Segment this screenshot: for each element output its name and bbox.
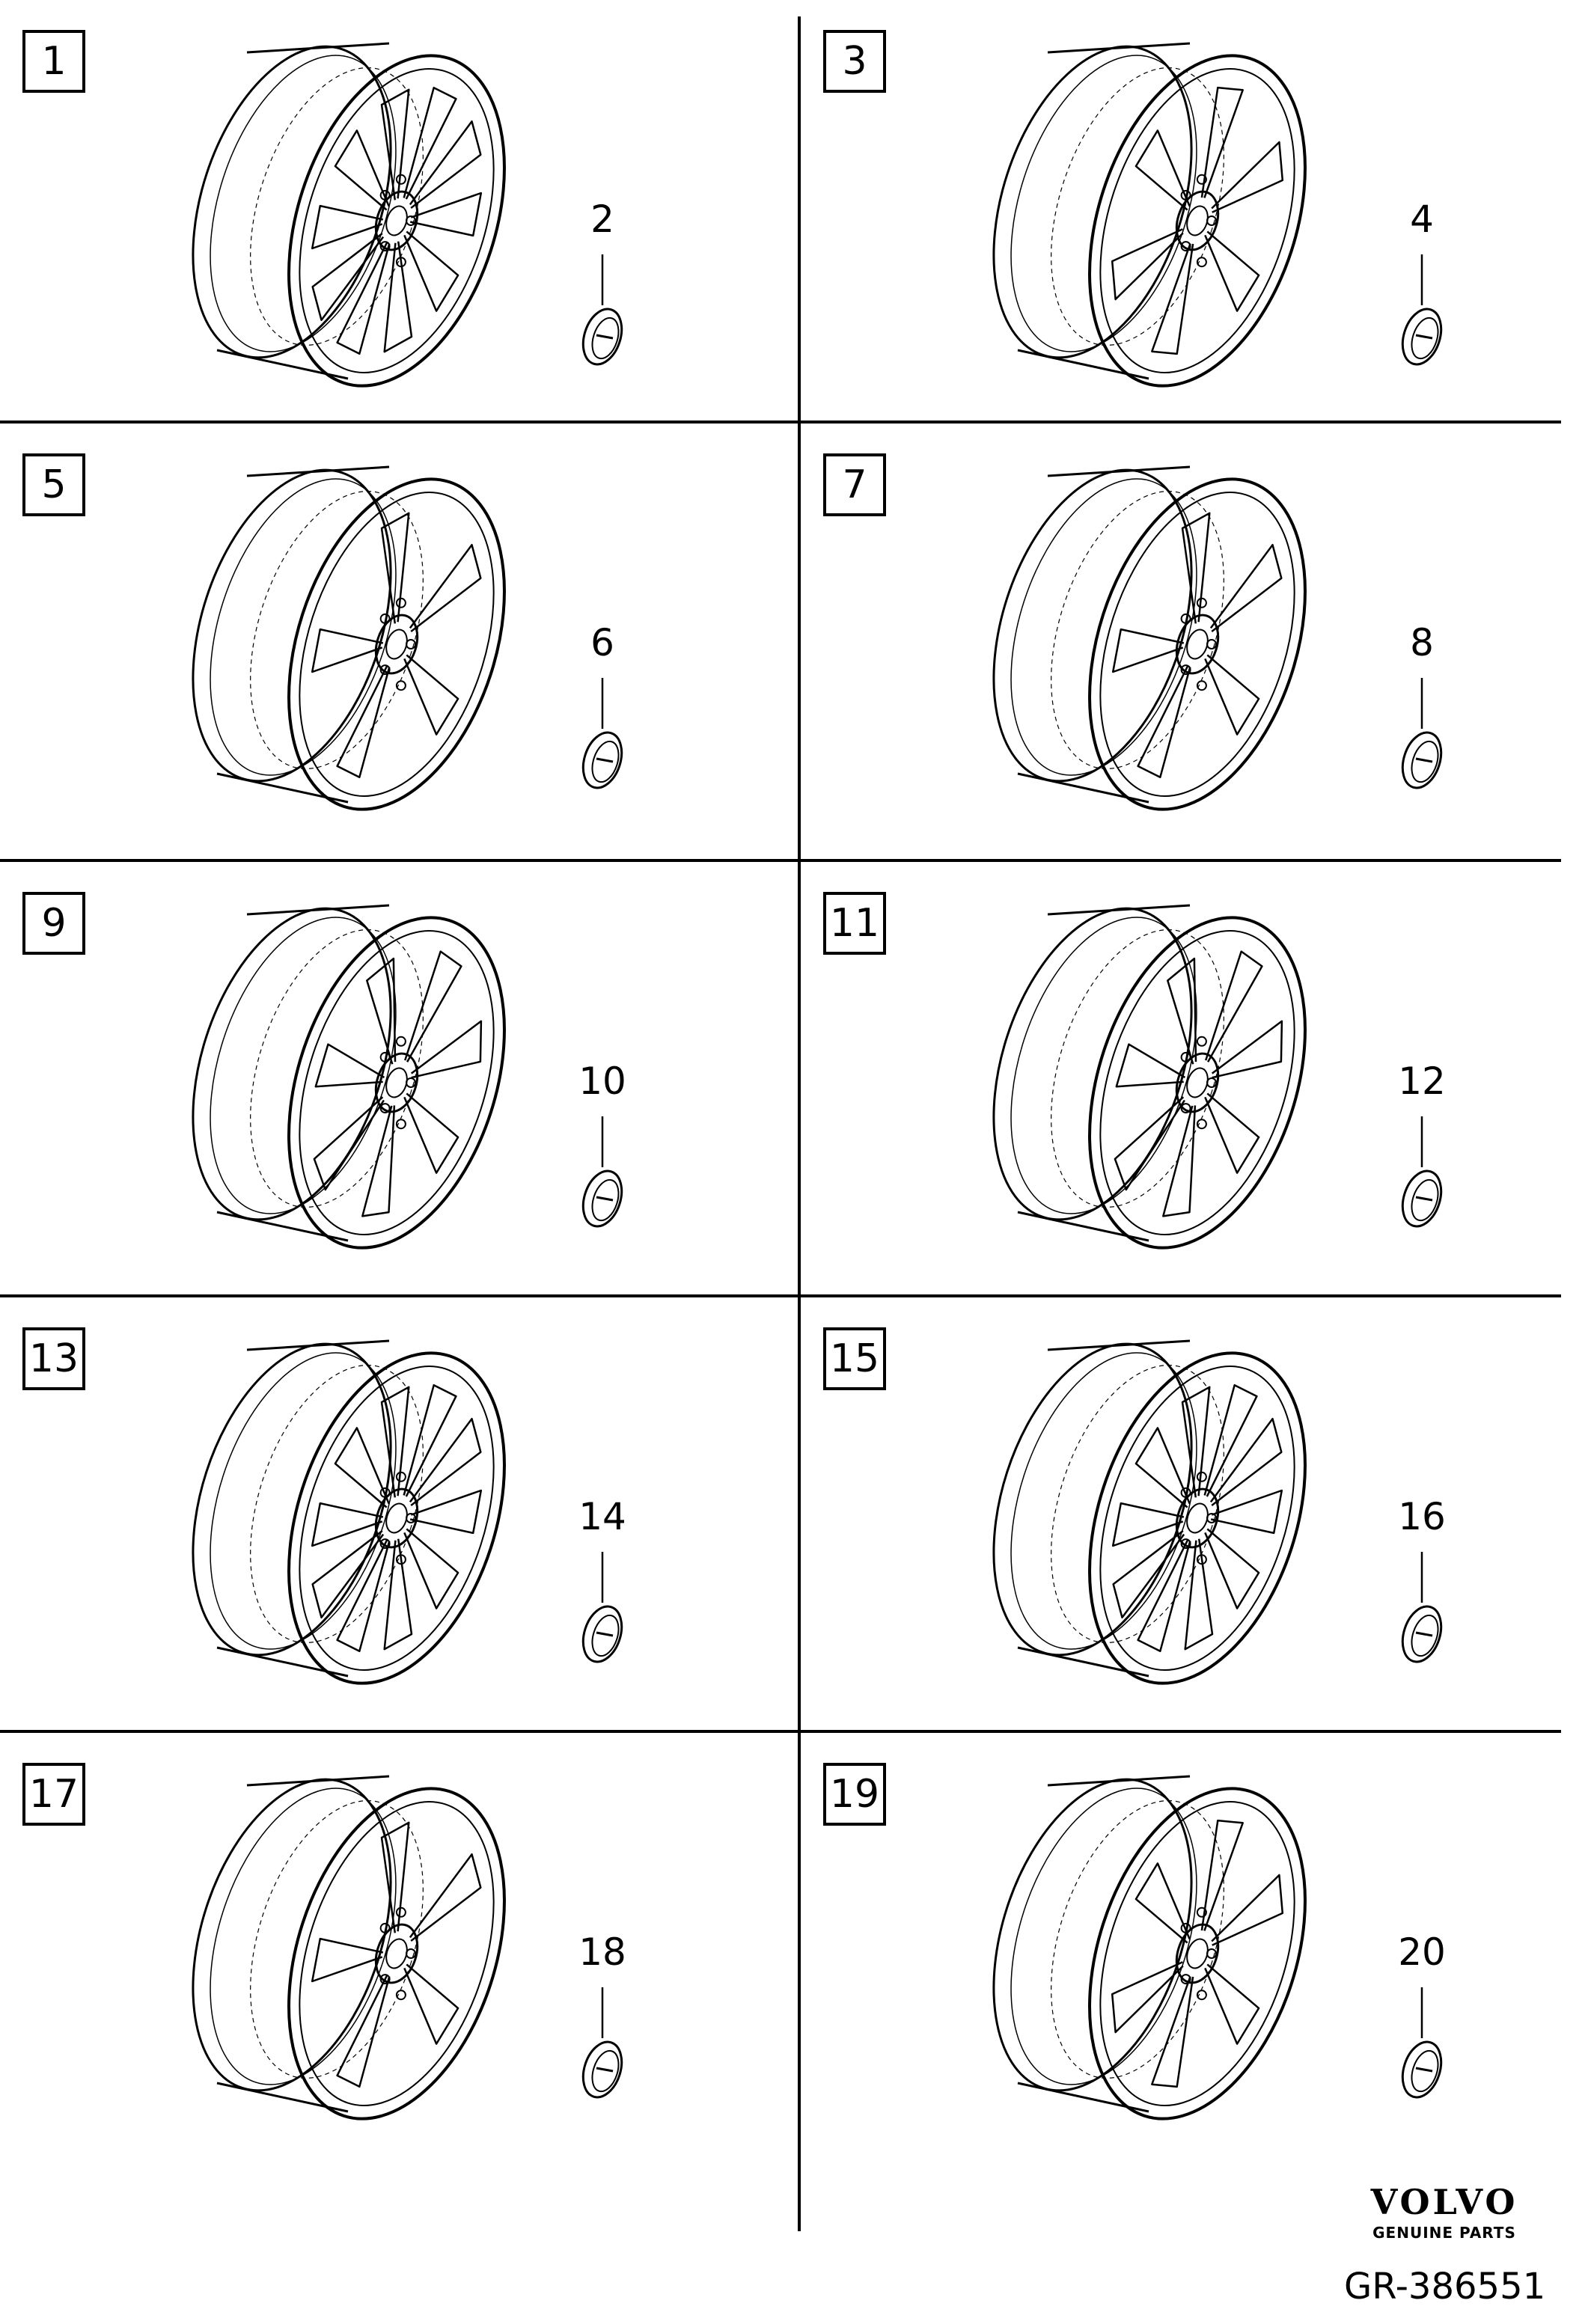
brand-logo: VOLVO GENUINE PARTS [1347,2185,1542,2242]
center-cap-item-number: 20 [1398,1930,1446,1974]
rim-wheel-drawing [192,42,623,388]
rim-wheel-drawing [192,1339,623,1685]
wheel-item-number: 13 [22,1327,85,1390]
diagram-reference-code: GR-386551 [1344,2266,1546,2308]
center-cap-item-number: 10 [578,1059,626,1103]
wheel-panel: 9 10 [0,862,793,1281]
rim-wheel-drawing [192,904,623,1250]
wheel-item-number: 1 [22,30,85,93]
rim-wheel-drawing [192,1775,623,2120]
wheel-panel: 11 12 [801,862,1591,1281]
row-divider [0,421,1561,423]
wheel-item-number: 3 [823,30,886,93]
wheel-item-number: 15 [823,1327,886,1390]
rim-wheel-drawing [192,465,623,811]
rim-wheel-drawing [992,465,1443,811]
wheel-panel: 13 14 [0,1297,793,1716]
center-cap-item-number: 12 [1398,1059,1446,1103]
center-cap-item-number: 6 [590,621,614,664]
rim-wheel-drawing [992,904,1443,1250]
center-cap-item-number: 14 [578,1495,626,1538]
center-divider [798,16,801,2231]
center-cap-item-number: 18 [578,1930,626,1974]
rim-wheel-drawing [992,1775,1443,2120]
wheel-item-number: 17 [22,1763,85,1826]
wheel-item-number: 11 [823,892,886,955]
wheel-item-number: 19 [823,1763,886,1826]
center-cap-item-number: 2 [590,198,614,241]
center-cap-item-number: 8 [1410,621,1434,664]
center-cap-item-number: 16 [1398,1495,1446,1538]
rim-wheel-drawing [992,42,1443,388]
wheel-item-number: 5 [22,453,85,516]
row-divider [0,1294,1561,1297]
brand-tagline: GENUINE PARTS [1372,2224,1516,2242]
row-divider [0,1730,1561,1733]
brand-name: VOLVO [1370,2182,1518,2222]
row-divider [0,859,1561,862]
rim-wheel-drawing [992,1339,1443,1685]
wheel-item-number: 7 [823,453,886,516]
center-cap-item-number: 4 [1410,198,1434,241]
wheel-item-number: 9 [22,892,85,955]
